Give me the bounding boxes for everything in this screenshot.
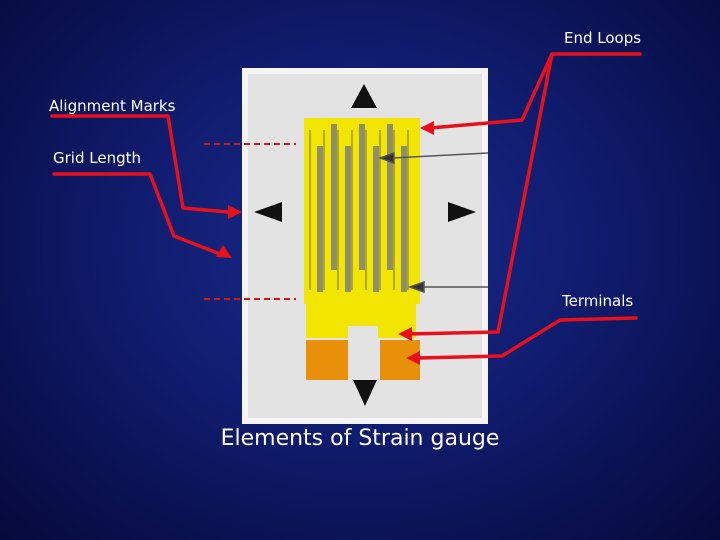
leader-lines: [50, 52, 642, 360]
foil-grid: [304, 118, 420, 382]
label-grid-length: Grid Length: [53, 149, 141, 167]
label-terminals: Terminals: [562, 292, 634, 310]
terminal-pad-left: [306, 340, 348, 380]
label-alignment-marks: Alignment Marks: [49, 97, 176, 115]
diagram-caption: Elements of Strain gauge: [220, 426, 500, 451]
triangle-down-icon: [353, 380, 377, 406]
triangle-up-icon: [351, 84, 377, 108]
triangle-left-icon: [254, 202, 282, 222]
triangle-right-icon: [448, 202, 476, 222]
label-end-loops: End Loops: [564, 29, 642, 47]
